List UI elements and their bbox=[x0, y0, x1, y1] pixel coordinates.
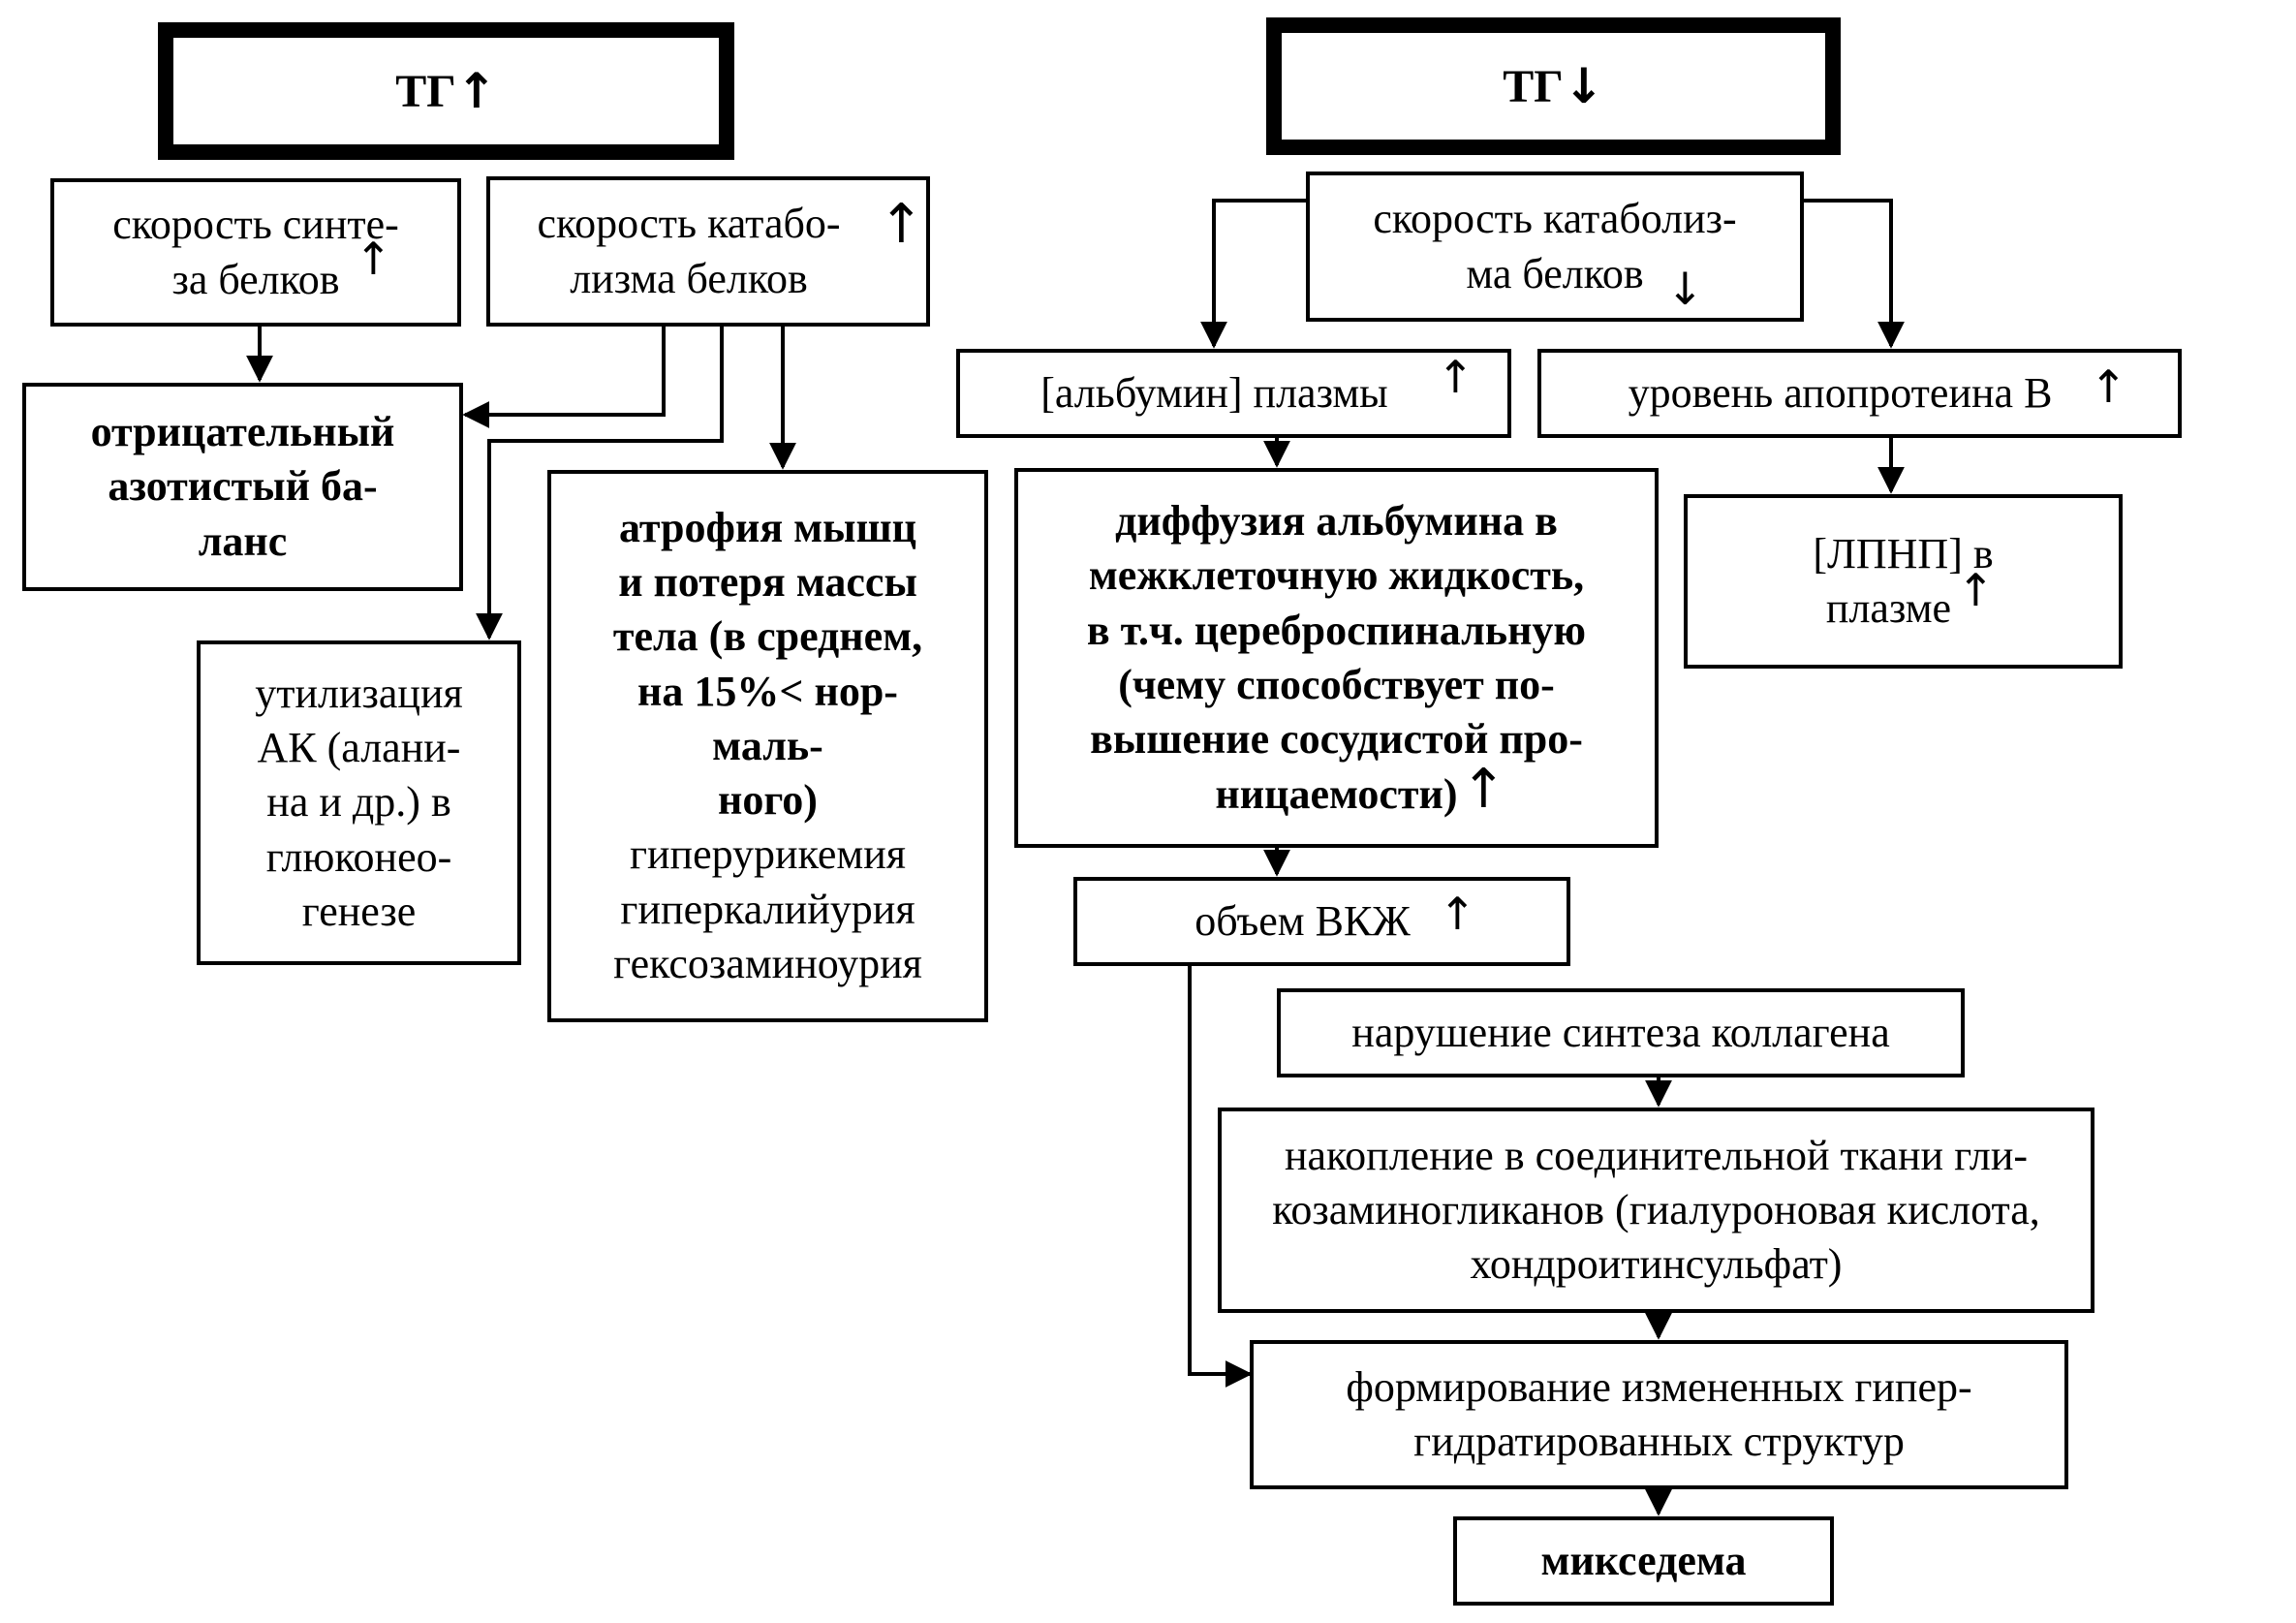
arrow-vkzh-to-hyper bbox=[1188, 966, 1253, 1388]
up-arrow-icon: ↑ bbox=[2090, 360, 2127, 413]
protein-catabolism-rate-down-box: скорость катаболиз- ма белков bbox=[1306, 172, 1804, 322]
arrow-catab-down-to-apob bbox=[1804, 199, 1905, 349]
extracellular-fluid-volume-box: объем ВКЖ bbox=[1073, 877, 1570, 966]
arrow-catab-down-to-albumin bbox=[1200, 199, 1310, 349]
up-arrow-icon: ↑ bbox=[1461, 758, 1506, 821]
plasma-ldl-box: [ЛПНП] в плазме bbox=[1684, 494, 2123, 669]
muscle-atrophy-box: атрофия мышц и потеря массы тела (в сред… bbox=[547, 470, 988, 1022]
amino-acid-utilization-box: утилизация АК (алани- на и др.) в глюкон… bbox=[197, 640, 521, 965]
protein-catabolism-rate-up-box: скорость катабо- лизма белков bbox=[486, 176, 930, 327]
negative-nitrogen-balance-box: отрицательный азотистый ба- ланс bbox=[22, 383, 463, 591]
up-arrow-icon: ↑ bbox=[1957, 564, 1995, 616]
collagen-synthesis-disorder-box: нарушение синтеза коллагена bbox=[1277, 988, 1965, 1077]
apoprotein-b-level-box: уровень апопротеина В bbox=[1537, 349, 2182, 438]
myxedema-box: микседема bbox=[1453, 1516, 1834, 1606]
up-arrow-icon: ↑ bbox=[1439, 888, 1476, 940]
albumin-diffusion-box: диффузия альбумина в межклеточную жидкос… bbox=[1014, 468, 1659, 848]
up-arrow-icon: ↑ bbox=[879, 193, 924, 256]
down-arrow-icon: ↓ bbox=[1666, 263, 1704, 315]
up-arrow-icon: ↑ bbox=[455, 63, 497, 119]
hyperhydrated-structures-box: формирование измененных гипер- гидратиро… bbox=[1250, 1340, 2068, 1489]
arrow-catab-to-balance bbox=[462, 327, 666, 428]
down-arrow-icon: ↓ bbox=[1563, 58, 1604, 114]
up-arrow-icon: ↑ bbox=[1437, 351, 1474, 403]
up-arrow-icon: ↑ bbox=[355, 233, 392, 285]
glycosaminoglycan-accumulation-box: накопление в соединительной ткани гли- к… bbox=[1218, 1108, 2094, 1313]
plasma-albumin-box: [альбумин] плазмы bbox=[956, 349, 1511, 438]
tg-up-header: ТГ↑ bbox=[158, 22, 734, 160]
arrow-catab-to-aa bbox=[476, 327, 724, 640]
tg-down-header: ТГ↓ bbox=[1266, 17, 1841, 155]
protein-synthesis-rate-box: скорость синте- за белков bbox=[50, 178, 461, 327]
